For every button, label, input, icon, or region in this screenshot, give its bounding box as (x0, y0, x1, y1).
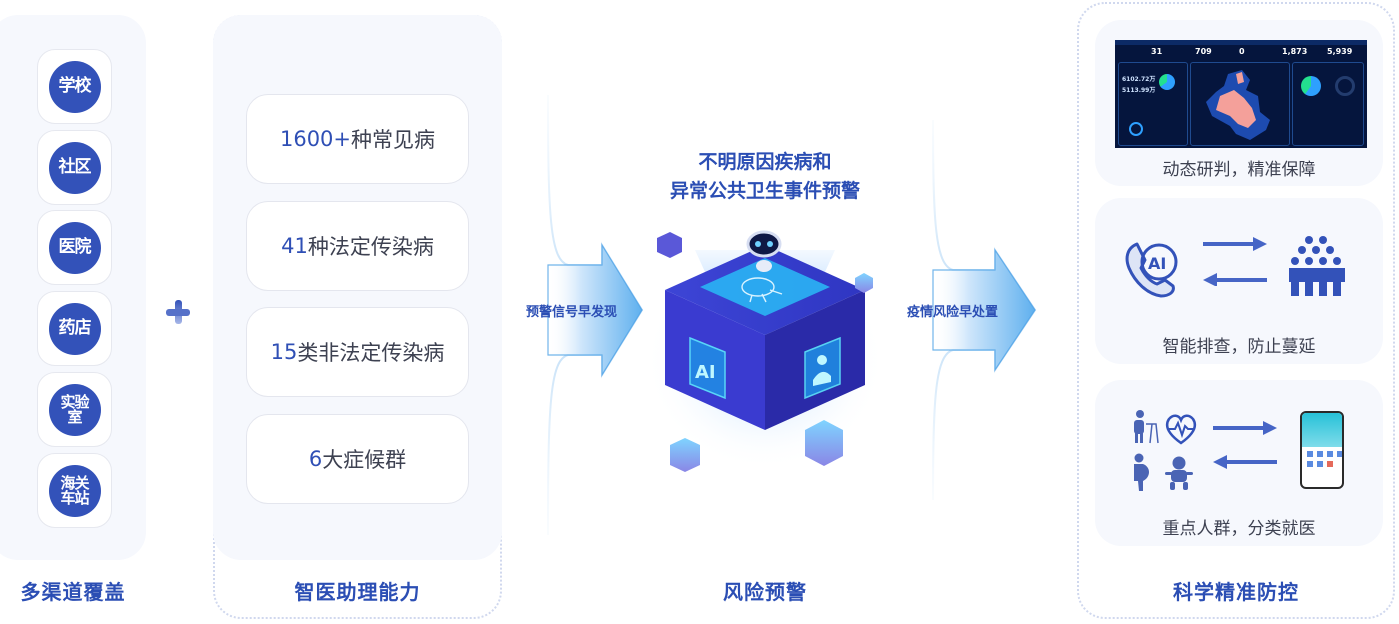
prevention-card-caption: 动态研判，精准保障 (1162, 160, 1316, 180)
cube-ai-label: AI (695, 362, 716, 383)
dash-stat: 31 (1151, 47, 1163, 56)
ability-text: 种常见病 (351, 128, 436, 152)
baby-icon (1165, 456, 1193, 490)
dashboard-map (1206, 70, 1270, 140)
svg-text:AI: AI (1148, 254, 1166, 273)
channel-hospital[interactable]: 医院 (37, 210, 112, 285)
channel-badge: 学校 (48, 60, 101, 113)
dash-stat: 5,939 (1327, 47, 1353, 56)
pregnant-woman-icon (1134, 453, 1149, 491)
risk-headline-line2: 异常公共卫生事件预警 (669, 180, 860, 202)
brain-icon (741, 277, 783, 303)
ability-text: 类非法定传染病 (297, 341, 445, 365)
prevention-dotted-frame (1077, 2, 1395, 619)
dash-stat: 0 (1239, 47, 1245, 56)
risk-title: 风险预警 (723, 580, 807, 604)
ai-cube-illustration: AI (645, 230, 885, 472)
channel-badge: 药店 (48, 302, 101, 355)
channel-badge: 医院 (48, 221, 101, 274)
ai-phone-icon: AI (1125, 242, 1178, 298)
bidirectional-arrows-icon (1213, 421, 1277, 469)
channel-laboratory[interactable]: 实验室 (37, 372, 112, 447)
mobile-app-screenshot[interactable] (1300, 411, 1344, 489)
channel-community[interactable]: 社区 (37, 130, 112, 205)
prevention-card-caption: 重点人群，分类就医 (1162, 519, 1316, 539)
channels-title: 多渠道覆盖 (20, 580, 126, 604)
dash-left-value: 6102.72万 (1122, 76, 1156, 83)
ability-common-diseases: 1600+种常见病 (246, 94, 469, 184)
arrow-in (547, 95, 644, 535)
floating-cube (805, 420, 843, 466)
channel-pharmacy[interactable]: 药店 (37, 291, 112, 366)
arrow-in-label: 预警信号早发现 (526, 305, 618, 320)
floating-cube (657, 232, 682, 258)
ability-text: 大症候群 (322, 448, 407, 472)
channel-badge: 实验室 (48, 383, 101, 436)
prevention-card-dashboard: 31 709 0 1,873 5,939 6102.72万 5113.99万 动… (1095, 20, 1383, 186)
prevention-card-caption: 智能排查，防止蔓延 (1162, 337, 1316, 357)
bidirectional-arrows-icon (1203, 237, 1267, 286)
plus-icon (166, 300, 190, 324)
channel-badge: 海关车站 (48, 464, 101, 517)
elderly-icon (1134, 410, 1159, 444)
prevention-card-screening: AI 智能排查，防止蔓延 (1095, 198, 1383, 364)
ability-count: 15 (270, 340, 298, 364)
channel-badge: 社区 (48, 141, 101, 194)
channel-customs-station[interactable]: 海关车站 (37, 453, 112, 528)
ability-count: 6 (308, 447, 323, 471)
floating-cube (855, 273, 873, 293)
abilities-title: 智医助理能力 (294, 580, 421, 604)
risk-headline-line1: 不明原因疾病和 (698, 151, 832, 173)
dashboard-screenshot[interactable]: 31 709 0 1,873 5,939 6102.72万 5113.99万 (1115, 40, 1367, 148)
floating-cube (670, 438, 700, 472)
prevention-card-populations: 重点人群，分类就医 (1095, 380, 1383, 546)
ability-text: 种法定传染病 (307, 235, 434, 259)
person-icon (817, 355, 827, 365)
arrow-out-label: 疫情风险早处置 (907, 305, 999, 320)
dash-left-value: 5113.99万 (1122, 87, 1156, 94)
ability-count: 41 (281, 234, 308, 258)
channel-school[interactable]: 学校 (37, 49, 112, 124)
prevention-title: 科学精准防控 (1173, 580, 1299, 604)
arrow-out (932, 120, 1037, 500)
heart-rate-icon (1165, 414, 1197, 445)
crowd-icon (1289, 236, 1345, 296)
robot-icon (746, 230, 782, 272)
ability-count: 1600+ (279, 127, 352, 151)
dash-stat: 1,873 (1282, 47, 1308, 56)
dash-stat: 709 (1195, 47, 1212, 56)
